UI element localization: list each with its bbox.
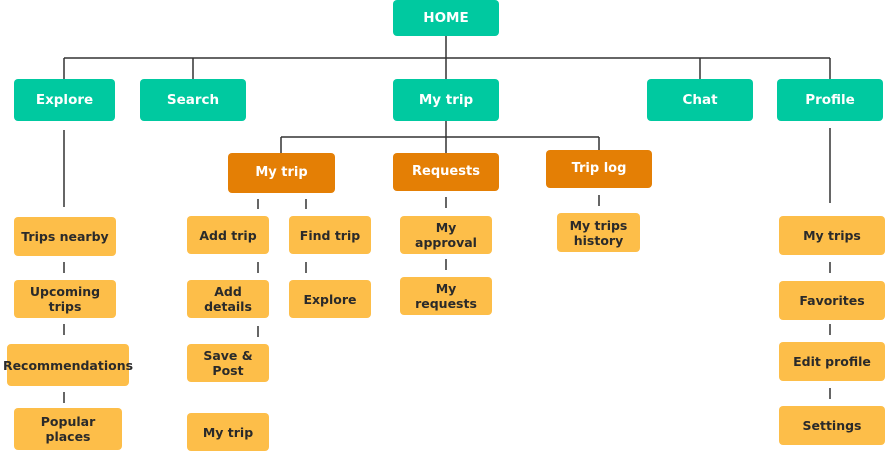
node-save-post[interactable]: Save & Post bbox=[187, 344, 269, 382]
node-edit-profile[interactable]: Edit profile bbox=[779, 342, 885, 381]
node-find-trip[interactable]: Find trip bbox=[289, 216, 371, 254]
node-trips-nearby[interactable]: Trips nearby bbox=[14, 217, 116, 256]
node-trip-log[interactable]: Trip log bbox=[546, 150, 652, 188]
node-popular-places[interactable]: Popular places bbox=[14, 408, 122, 450]
node-favorites[interactable]: Favorites bbox=[779, 281, 885, 320]
node-my-trips[interactable]: My trips bbox=[779, 216, 885, 255]
node-recommendations[interactable]: Recommendations bbox=[3, 344, 133, 386]
node-home[interactable]: HOME bbox=[393, 0, 499, 36]
node-explore[interactable]: Explore bbox=[14, 79, 115, 121]
node-my-trips-history[interactable]: My trips history bbox=[557, 213, 640, 252]
node-add-trip[interactable]: Add trip bbox=[187, 216, 269, 254]
node-my-trip-branch[interactable]: My trip bbox=[228, 153, 335, 193]
node-search[interactable]: Search bbox=[140, 79, 246, 121]
node-add-details[interactable]: Add details bbox=[187, 280, 269, 318]
node-my-trip[interactable]: My trip bbox=[393, 79, 499, 121]
node-my-requests[interactable]: My requests bbox=[400, 277, 492, 315]
node-my-approval[interactable]: My approval bbox=[400, 216, 492, 254]
node-my-trip-item[interactable]: My trip bbox=[187, 413, 269, 451]
node-requests[interactable]: Requests bbox=[393, 153, 499, 191]
node-upcoming-trips[interactable]: Upcoming trips bbox=[14, 280, 116, 318]
node-settings[interactable]: Settings bbox=[779, 406, 885, 445]
node-profile[interactable]: Profile bbox=[777, 79, 883, 121]
node-explore-item[interactable]: Explore bbox=[289, 280, 371, 318]
node-chat[interactable]: Chat bbox=[647, 79, 753, 121]
